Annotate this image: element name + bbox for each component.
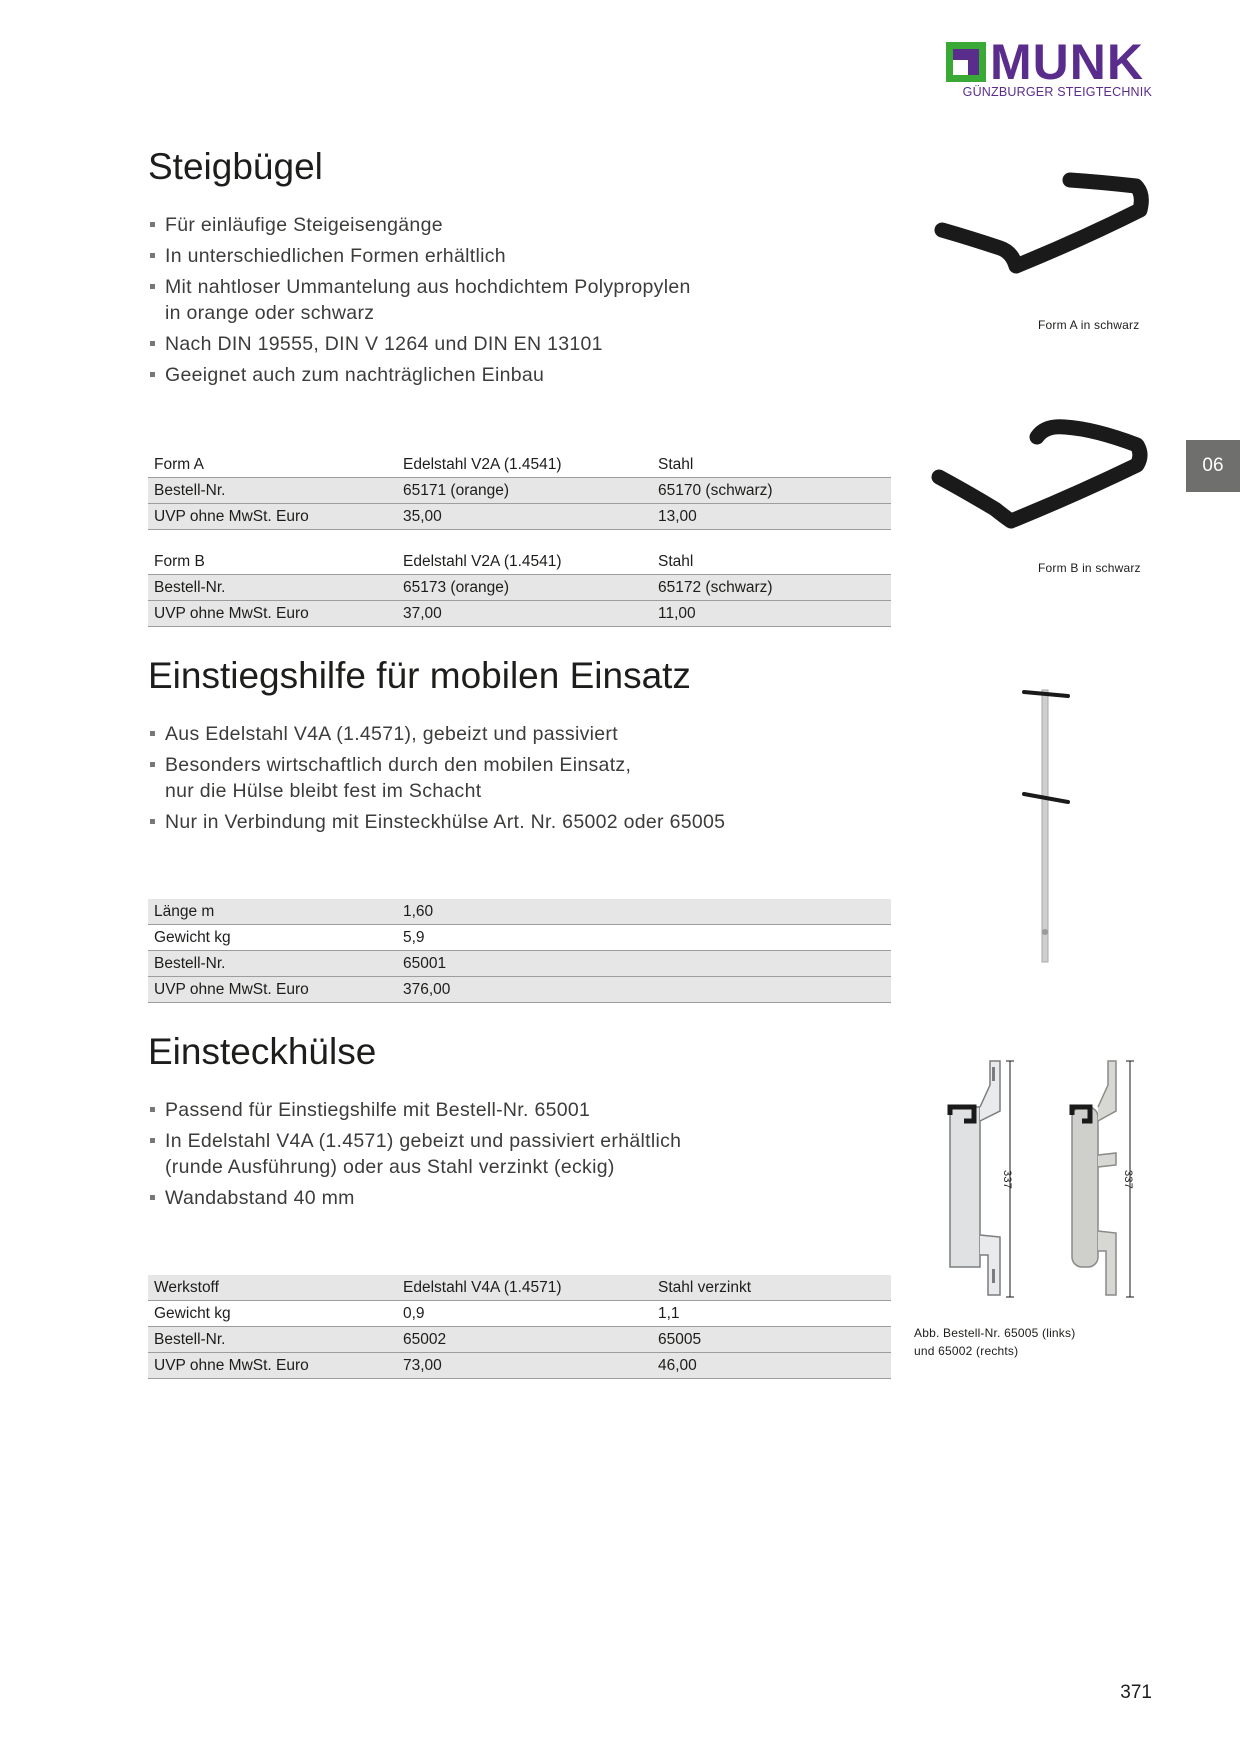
bullet-continuation-text: nur die Hülse bleibt fest im Schacht <box>165 780 482 802</box>
table-cell: Edelstahl V2A (1.4541) <box>397 549 652 575</box>
table-cell: Gewicht kg <box>148 924 397 951</box>
table-row: Bestell-Nr. 65171 (orange) 65170 (schwar… <box>148 477 891 504</box>
chapter-tab[interactable]: 06 <box>1186 440 1240 492</box>
bullet-continuation-text: in orange oder schwarz <box>165 302 375 324</box>
table-row: UVP ohne MwSt. Euro 376,00 <box>148 976 891 1003</box>
table-cell: Form A <box>148 452 397 478</box>
table-cell: UVP ohne MwSt. Euro <box>148 976 397 1003</box>
table-cell: 46,00 <box>652 1352 891 1379</box>
table-cell: Edelstahl V4A (1.4571) <box>397 1275 652 1301</box>
bullet-item: Besonders wirtschaftlich durch den mobil… <box>148 752 725 778</box>
steigbuegel-form-a-table: Form A Edelstahl V2A (1.4541) Stahl Best… <box>148 452 891 530</box>
table-cell: Gewicht kg <box>148 1300 397 1327</box>
table-cell: 35,00 <box>397 503 652 530</box>
table-cell: 1,60 <box>397 899 891 925</box>
einsteckhuelse-image <box>947 1060 1134 1298</box>
bullet-continuation: in orange oder schwarz <box>148 300 691 326</box>
table-cell: 376,00 <box>397 976 891 1003</box>
caption-line: und 65002 (rechts) <box>914 1344 1019 1358</box>
table-cell: Stahl verzinkt <box>652 1275 891 1301</box>
table-cell: 0,9 <box>397 1300 652 1327</box>
steigbuegel-form-b-image <box>931 419 1148 529</box>
table-cell: 11,00 <box>652 600 891 627</box>
bullet-item: Passend für Einstiegshilfe mit Bestell-N… <box>148 1097 681 1123</box>
bullet-continuation: (runde Ausführung) oder aus Stahl verzin… <box>148 1154 681 1180</box>
table-row: Länge m 1,60 <box>148 899 891 925</box>
table-cell: Werkstoff <box>148 1275 397 1301</box>
table-cell: Bestell-Nr. <box>148 950 397 977</box>
table-cell: 65171 (orange) <box>397 477 652 504</box>
form-b-caption: Form B in schwarz <box>1038 561 1141 575</box>
table-cell: Bestell-Nr. <box>148 574 397 601</box>
table-cell: 65173 (orange) <box>397 574 652 601</box>
table-cell: 65170 (schwarz) <box>652 477 891 504</box>
steigbuegel-bullets: Für einläufige Steigeisengänge In unters… <box>148 212 691 393</box>
bullet-item: Nach DIN 19555, DIN V 1264 und DIN EN 13… <box>148 331 691 357</box>
bullet-item: Mit nahtloser Ummantelung aus hochdichte… <box>148 274 691 300</box>
table-row: Form A Edelstahl V2A (1.4541) Stahl <box>148 452 891 478</box>
table-cell: 65005 <box>652 1326 891 1353</box>
einsteckhuelse-table: Werkstoff Edelstahl V4A (1.4571) Stahl v… <box>148 1275 891 1379</box>
table-row: UVP ohne MwSt. Euro 37,00 11,00 <box>148 600 891 627</box>
section-title-einstiegshilfe: Einstiegshilfe für mobilen Einsatz <box>148 655 691 696</box>
bullet-continuation-text: (runde Ausführung) oder aus Stahl verzin… <box>165 1156 615 1178</box>
munk-logo-mark-icon <box>946 42 986 82</box>
table-cell: UVP ohne MwSt. Euro <box>148 1352 397 1379</box>
steigbuegel-form-a-image <box>934 172 1149 274</box>
table-cell: 65002 <box>397 1326 652 1353</box>
steigbuegel-form-b-table: Form B Edelstahl V2A (1.4541) Stahl Best… <box>148 549 891 627</box>
form-a-caption: Form A in schwarz <box>1038 318 1140 332</box>
table-cell: 73,00 <box>397 1352 652 1379</box>
bullet-item: Aus Edelstahl V4A (1.4571), gebeizt und … <box>148 721 725 747</box>
table-row: Gewicht kg 0,9 1,1 <box>148 1300 891 1327</box>
bullet-continuation: nur die Hülse bleibt fest im Schacht <box>148 778 725 804</box>
page-number: 371 <box>1120 1682 1152 1703</box>
einstiegshilfe-image <box>1022 689 1070 963</box>
table-cell: Edelstahl V2A (1.4541) <box>397 452 652 478</box>
munk-logo: MUNK GÜNZBURGER STEIGTECHNIK <box>946 34 1152 99</box>
einsteckhuelse-bullets: Passend für Einstiegshilfe mit Bestell-N… <box>148 1097 681 1216</box>
table-cell: Bestell-Nr. <box>148 477 397 504</box>
einstiegshilfe-table: Länge m 1,60 Gewicht kg 5,9 Bestell-Nr. … <box>148 899 891 1003</box>
dimension-label-right: 337 <box>1122 1170 1134 1189</box>
table-row: Gewicht kg 5,9 <box>148 924 891 951</box>
table-row: Bestell-Nr. 65001 <box>148 950 891 977</box>
bullet-item: In unterschiedlichen Formen erhältlich <box>148 243 691 269</box>
table-cell: 65001 <box>397 950 891 977</box>
table-cell: UVP ohne MwSt. Euro <box>148 503 397 530</box>
bullet-item: Geeignet auch zum nachträglichen Einbau <box>148 362 691 388</box>
table-cell: 13,00 <box>652 503 891 530</box>
table-cell: Länge m <box>148 899 397 925</box>
table-row: Form B Edelstahl V2A (1.4541) Stahl <box>148 549 891 575</box>
table-row: Bestell-Nr. 65002 65005 <box>148 1326 891 1353</box>
bullet-item: Wandabstand 40 mm <box>148 1185 681 1211</box>
brand-tagline: GÜNZBURGER STEIGTECHNIK <box>962 85 1152 99</box>
table-row: UVP ohne MwSt. Euro 73,00 46,00 <box>148 1352 891 1379</box>
caption-line: Abb. Bestell-Nr. 65005 (links) <box>914 1326 1076 1340</box>
table-cell: 5,9 <box>397 924 891 951</box>
table-cell: Bestell-Nr. <box>148 1326 397 1353</box>
dimension-label-left: 337 <box>1001 1170 1013 1189</box>
einsteckhuelse-caption: Abb. Bestell-Nr. 65005 (links) und 65002… <box>914 1324 1075 1360</box>
table-cell: UVP ohne MwSt. Euro <box>148 600 397 627</box>
bullet-item: Für einläufige Steigeisengänge <box>148 212 691 238</box>
table-cell: Form B <box>148 549 397 575</box>
table-row: Werkstoff Edelstahl V4A (1.4571) Stahl v… <box>148 1275 891 1301</box>
bullet-item: Nur in Verbindung mit Einsteckhülse Art.… <box>148 809 725 835</box>
brand-name: MUNK <box>990 34 1144 90</box>
table-cell: 1,1 <box>652 1300 891 1327</box>
table-cell: 65172 (schwarz) <box>652 574 891 601</box>
table-cell: Stahl <box>652 452 891 478</box>
table-cell: Stahl <box>652 549 891 575</box>
einstiegshilfe-bullets: Aus Edelstahl V4A (1.4571), gebeizt und … <box>148 721 725 840</box>
table-cell: 37,00 <box>397 600 652 627</box>
table-row: UVP ohne MwSt. Euro 35,00 13,00 <box>148 503 891 530</box>
bullet-item: In Edelstahl V4A (1.4571) gebeizt und pa… <box>148 1128 681 1154</box>
section-title-einsteckhuelse: Einsteckhülse <box>148 1031 377 1072</box>
table-row: Bestell-Nr. 65173 (orange) 65172 (schwar… <box>148 574 891 601</box>
section-title-steigbuegel: Steigbügel <box>148 146 323 187</box>
